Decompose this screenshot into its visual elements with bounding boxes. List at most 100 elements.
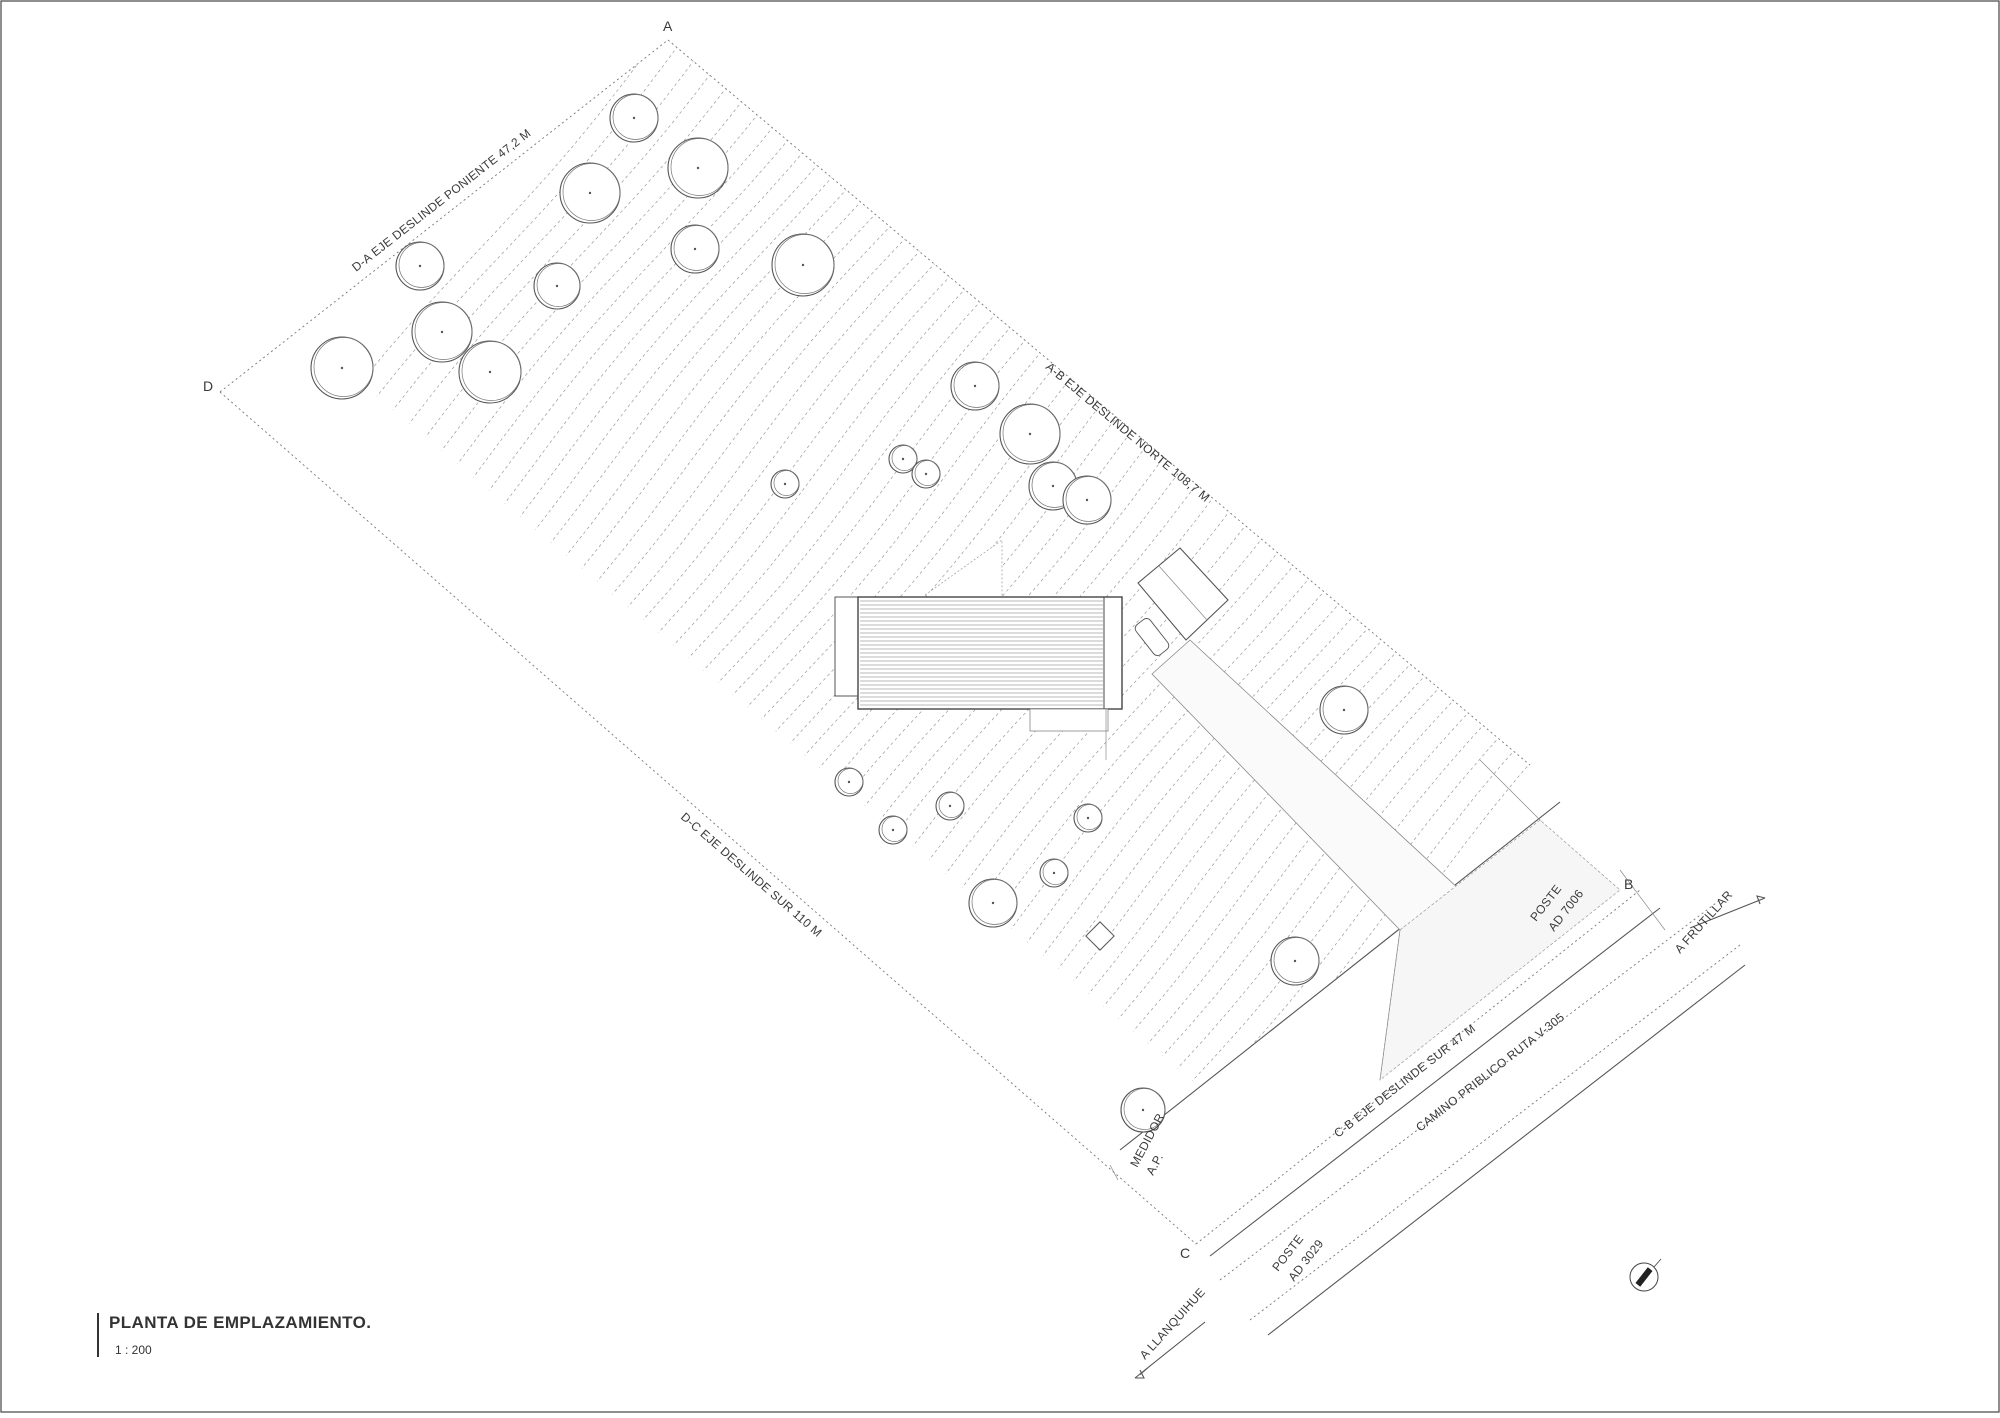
label-to-llanquihue: A LLANQUIHUE xyxy=(1137,1285,1208,1362)
arrow-frutillar xyxy=(1689,897,1766,929)
parking-shed xyxy=(1137,547,1229,641)
septic-box xyxy=(1085,921,1115,951)
driveway xyxy=(1151,639,1621,1081)
arrow-llanquihue-head xyxy=(1135,1369,1145,1379)
contour-line xyxy=(642,249,949,621)
contour-line xyxy=(688,286,994,659)
tree-icon xyxy=(834,767,864,797)
tree-icon xyxy=(888,444,918,474)
label-to-frutillar: A FRUTILLAR xyxy=(1672,888,1736,956)
vertex-a: A xyxy=(663,18,673,34)
drawing-scale: 1 : 200 xyxy=(115,1343,152,1357)
trees xyxy=(310,93,1369,1133)
contour-line xyxy=(1088,624,1397,995)
roof-corrugation xyxy=(860,600,1103,706)
contour-line xyxy=(746,337,1054,708)
road-edge-1 xyxy=(1209,907,1661,1257)
contour-line xyxy=(566,186,875,556)
contour-line xyxy=(1177,697,1483,1069)
contour-line xyxy=(1147,672,1454,1044)
contour-line xyxy=(409,58,722,424)
tree-icon xyxy=(999,403,1061,465)
contour-line xyxy=(1058,600,1368,969)
tree-icon xyxy=(1120,1087,1166,1133)
tree-icon xyxy=(771,233,835,297)
fence-line xyxy=(1119,801,1561,1151)
contour-line xyxy=(535,162,846,530)
contour-line xyxy=(673,274,979,646)
contour-line xyxy=(1192,709,1498,1082)
tree-icon xyxy=(911,459,941,489)
boundary-d-c xyxy=(219,391,1197,1245)
tree-icon xyxy=(670,224,720,274)
house-porch xyxy=(1029,708,1109,732)
apron-edge xyxy=(1379,929,1401,1081)
tree-icon xyxy=(411,301,473,363)
contour-line xyxy=(1042,588,1353,956)
parking-shed-divider xyxy=(1158,565,1208,621)
tree-icon xyxy=(770,469,800,499)
contour-line xyxy=(581,199,890,569)
label-boundary-south: D-C EJE DESLINDE SUR 110 M xyxy=(678,810,825,940)
tree-icon xyxy=(950,361,1000,411)
terrain-contours xyxy=(360,40,1544,1119)
contour-line xyxy=(1011,562,1323,930)
vertex-c: C xyxy=(1180,1245,1190,1261)
tree-icon xyxy=(310,336,374,400)
contour-line xyxy=(1162,684,1468,1057)
tree-icon xyxy=(559,162,621,224)
road-edge-3 xyxy=(1249,944,1741,1321)
tree-icon xyxy=(1073,803,1103,833)
drawing-title: PLANTA DE EMPLAZAMIENTO. xyxy=(109,1313,372,1332)
lot-boundary xyxy=(219,39,1641,1245)
arrow-llanquihue xyxy=(1134,1321,1206,1379)
contour-line xyxy=(519,149,831,517)
vertex-d: D xyxy=(203,378,213,394)
tree-icon xyxy=(1062,475,1112,525)
contour-line xyxy=(627,236,934,608)
tree-icon xyxy=(878,815,908,845)
contour-line xyxy=(1207,722,1513,1094)
contour-line xyxy=(703,299,1009,671)
tree-icon xyxy=(1319,685,1369,735)
medidor-marker xyxy=(1109,1164,1119,1181)
house xyxy=(834,539,1123,760)
driveway-strip xyxy=(1151,639,1461,931)
title-block: PLANTA DE EMPLAZAMIENTO. 1 : 200 xyxy=(97,1313,371,1357)
tree-icon xyxy=(1039,858,1069,888)
contour-line xyxy=(1073,612,1383,982)
contour-line xyxy=(1222,735,1528,1107)
arrow-frutillar-head xyxy=(1756,895,1766,905)
parking-area xyxy=(1134,547,1229,656)
contour-line xyxy=(504,137,816,504)
tree-icon xyxy=(968,878,1018,928)
car-icon xyxy=(1134,618,1170,656)
contour-line xyxy=(658,261,964,633)
tree-icon xyxy=(935,791,965,821)
corner-b-tick xyxy=(1619,869,1666,931)
contour-line xyxy=(1118,648,1425,1020)
road xyxy=(1134,759,1766,1379)
tree-icon xyxy=(533,262,581,310)
contour-line xyxy=(425,72,739,438)
contour-line xyxy=(1026,575,1338,943)
contour-line xyxy=(596,211,905,582)
contour-line xyxy=(994,549,1307,916)
north-arrow-icon xyxy=(1629,1258,1662,1292)
tree-icon xyxy=(1270,936,1320,986)
contour-line xyxy=(488,124,801,491)
tree-icon xyxy=(609,93,659,143)
contour-line xyxy=(473,111,786,478)
tree-icon xyxy=(395,241,445,291)
terrace xyxy=(924,539,1003,599)
road-edge-4 xyxy=(1267,964,1746,1336)
label-boundary-west: D-A EJE DESLINDE PONIENTE 47,2 M xyxy=(349,126,533,274)
contour-line xyxy=(612,223,919,595)
contour-line xyxy=(978,536,1291,902)
tree-icon xyxy=(667,137,729,199)
tree-icon xyxy=(458,340,522,404)
vertex-b: B xyxy=(1624,876,1633,892)
